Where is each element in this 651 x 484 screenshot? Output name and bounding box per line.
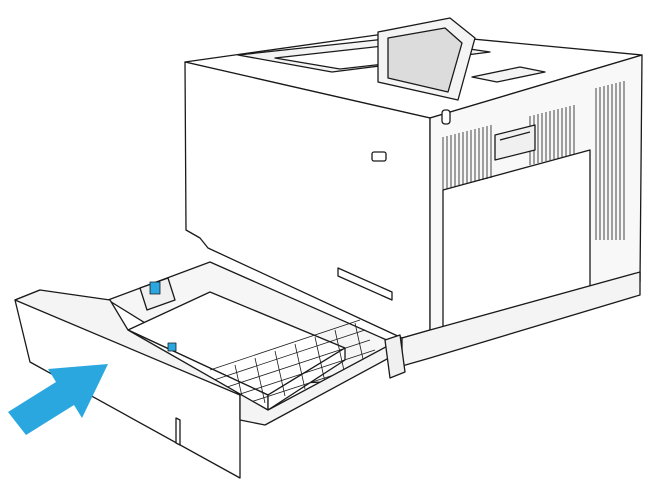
front-label-slot: [337, 267, 393, 301]
top-slot: [471, 66, 546, 83]
control-panel: [377, 17, 476, 101]
paper-tray: [14, 261, 406, 479]
insert-arrow-icon: [8, 364, 108, 435]
side-vents: [442, 81, 625, 240]
tray-handle: [175, 417, 181, 446]
tray-lock-icon: [167, 342, 177, 352]
power-button-icon: [441, 109, 451, 125]
printer-body: [184, 31, 643, 367]
tray-right-latch: [384, 334, 406, 379]
control-panel-screen: [387, 27, 463, 93]
guide-lock-icon: [149, 281, 161, 295]
front-badge: [371, 151, 387, 162]
tray-ribs: [209, 319, 381, 411]
